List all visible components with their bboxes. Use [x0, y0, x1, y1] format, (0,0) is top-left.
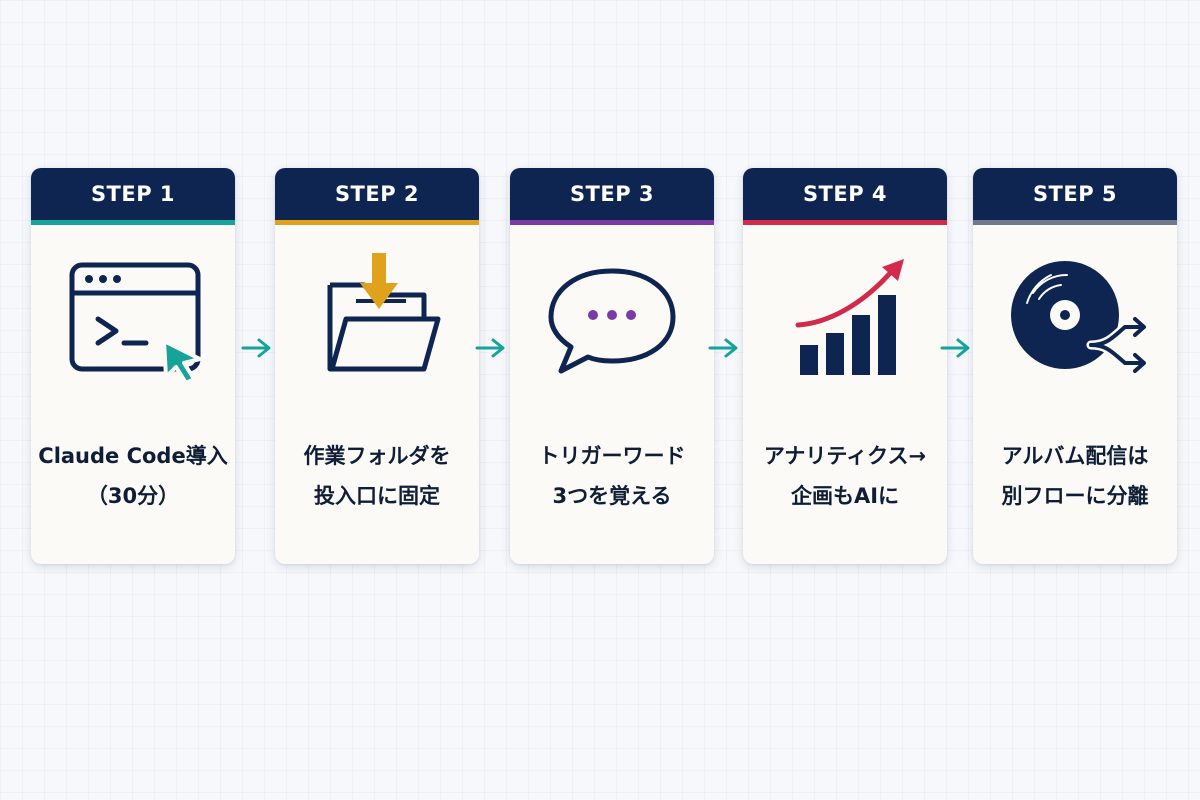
- step-card-1: STEP 1 Claude Code導入 （30分）: [31, 168, 235, 564]
- step-card-5: STEP 5 アルバム配信は 別フローに分離: [973, 168, 1177, 564]
- step-caption-4-line-2: 企画もAIに: [790, 484, 900, 508]
- step-caption-5: アルバム配信は 別フローに分離: [979, 436, 1171, 516]
- folder-download-icon: [275, 244, 479, 394]
- step-card-2: STEP 2 作業フォルダを 投入口に固定: [275, 168, 479, 564]
- step-caption-2-line-1: 作業フォルダを: [303, 444, 451, 468]
- step-caption-5-line-1: アルバム配信は: [1001, 444, 1149, 468]
- step-caption-4: アナリティクス→ 企画もAIに: [749, 436, 941, 516]
- step-header-4: STEP 4: [743, 168, 947, 225]
- step-header-3: STEP 3: [510, 168, 714, 225]
- step-caption-3: トリガーワード 3つを覚える: [516, 436, 708, 516]
- terminal-window-cursor-icon: [31, 244, 235, 394]
- step-header-1: STEP 1: [31, 168, 235, 225]
- step-caption-1-line-1: Claude Code導入: [38, 444, 228, 468]
- step-caption-2-line-2: 投入口に固定: [314, 484, 440, 508]
- step-caption-1-line-2: （30分）: [86, 484, 180, 508]
- step-label-3: STEP 3: [569, 182, 655, 206]
- step-caption-2: 作業フォルダを 投入口に固定: [281, 436, 473, 516]
- arrow-right-icon: [940, 338, 970, 358]
- step-header-2: STEP 2: [275, 168, 479, 225]
- arrow-right-icon: [241, 338, 271, 358]
- step-label-2: STEP 2: [334, 182, 420, 206]
- step-caption-4-line-1: アナリティクス→: [763, 444, 927, 468]
- vinyl-record-branch-icon: [973, 244, 1177, 394]
- step-caption-3-line-2: 3つを覚える: [552, 484, 672, 508]
- step-caption-5-line-2: 別フローに分離: [1001, 484, 1149, 508]
- growth-chart-icon: [743, 244, 947, 394]
- step-header-5: STEP 5: [973, 168, 1177, 225]
- arrow-right-icon: [708, 338, 738, 358]
- step-card-3: STEP 3 トリガーワード 3つを覚える: [510, 168, 714, 564]
- step-label-5: STEP 5: [1032, 182, 1118, 206]
- step-label-4: STEP 4: [802, 182, 888, 206]
- step-card-4: STEP 4 アナリティクス→ 企画もAIに: [743, 168, 947, 564]
- step-caption-1: Claude Code導入 （30分）: [37, 436, 229, 516]
- arrow-right-icon: [475, 338, 505, 358]
- step-label-1: STEP 1: [90, 182, 176, 206]
- speech-bubble-icon: [510, 244, 714, 394]
- step-caption-3-line-1: トリガーワード: [538, 444, 686, 468]
